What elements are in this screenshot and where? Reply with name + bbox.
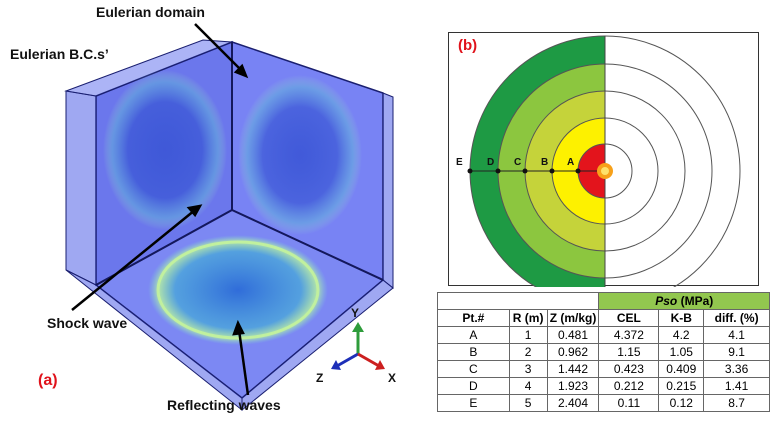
axis-triad-icon [331, 322, 385, 370]
col-header: diff. (%) [703, 309, 770, 327]
point-b-label: B [541, 157, 549, 168]
eulerian-cube-illustration [64, 23, 394, 412]
explosion-icon [597, 163, 613, 179]
eulerian-domain-label: Eulerian domain [96, 4, 205, 20]
contour-rings-diagram [467, 35, 741, 307]
point-a-label: A [567, 157, 575, 168]
point-d-label: D [487, 157, 495, 168]
point-c-label: C [514, 157, 522, 168]
axis-x-label: X [388, 371, 397, 385]
wave-blob-right [238, 75, 362, 235]
panel-a: Eulerian domain Eulerian B.C.s’ Shock wa… [10, 4, 397, 413]
reflecting-wave-floor [148, 235, 328, 345]
table-group-header: Pso (MPa) [598, 292, 770, 310]
shock-wave-label: Shock wave [47, 315, 128, 331]
wave-blob-left [103, 70, 227, 230]
table-header-row: Pt.# R (m) Z (m/kg) CEL K-B diff. (%) [437, 309, 770, 327]
panel-a-label: (a) [38, 372, 58, 389]
table-group-blank [436, 292, 600, 310]
results-table: Pso (MPa) Pt.# R (m) Z (m/kg) CEL K-B di… [436, 292, 770, 412]
col-header: R (m) [508, 309, 548, 327]
col-header: Pt.# [437, 309, 510, 327]
reflecting-waves-label: Reflecting waves [167, 397, 281, 413]
axis-z-label: Z [316, 371, 324, 385]
panel-b-label: (b) [458, 37, 478, 54]
col-header: CEL [598, 309, 660, 327]
col-header: Z (m/kg) [546, 309, 600, 327]
panel-b: (b) E D C B A [448, 32, 759, 307]
eulerian-bcs-label: Eulerian B.C.s’ [10, 46, 109, 62]
axis-y-label: Y [351, 306, 360, 320]
point-e-label: E [456, 157, 463, 168]
col-header: K-B [658, 309, 705, 327]
